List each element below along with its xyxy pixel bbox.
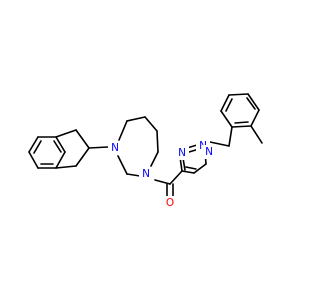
bond bbox=[156, 130, 159, 153]
bond bbox=[225, 98, 233, 112]
bond bbox=[220, 110, 233, 128]
atom-label: O bbox=[166, 197, 174, 209]
carbonyl-oxygen: O bbox=[163, 196, 177, 210]
atom-label-background bbox=[108, 141, 122, 155]
atom-label: N bbox=[142, 168, 150, 180]
bond bbox=[154, 179, 171, 185]
bond bbox=[33, 140, 42, 154]
bond bbox=[28, 151, 39, 169]
bond bbox=[126, 173, 141, 177]
molecule-structure-diagram: N N O N N N bbox=[28, 93, 263, 210]
atom-label-background bbox=[202, 145, 216, 159]
atom-label-layer: N N O N N N bbox=[108, 139, 216, 210]
bond bbox=[246, 97, 256, 110]
bond bbox=[228, 93, 249, 96]
triazole-nitrogen-3: N bbox=[175, 146, 189, 160]
diazepane-nitrogen-1: N bbox=[108, 141, 122, 155]
bond bbox=[88, 146, 109, 149]
atom-label: N bbox=[111, 142, 119, 154]
bond bbox=[117, 155, 128, 175]
bond-layer bbox=[28, 93, 263, 197]
bond bbox=[75, 147, 90, 167]
bond bbox=[75, 129, 90, 149]
bond bbox=[231, 125, 252, 128]
bond bbox=[181, 170, 195, 174]
bond bbox=[250, 109, 260, 127]
bond bbox=[228, 126, 233, 147]
atom-label-background bbox=[163, 196, 177, 210]
bond bbox=[169, 170, 183, 185]
bond bbox=[55, 136, 66, 153]
atom-label: N bbox=[178, 147, 186, 159]
atom-label-background bbox=[139, 167, 153, 181]
bond bbox=[55, 129, 77, 138]
atom-label-background bbox=[175, 146, 189, 160]
bond bbox=[53, 140, 62, 153]
bond bbox=[150, 151, 159, 167]
bond bbox=[220, 94, 230, 112]
bond bbox=[185, 166, 197, 170]
bond bbox=[118, 120, 128, 141]
bond bbox=[209, 141, 230, 147]
bond bbox=[144, 116, 158, 132]
bond bbox=[126, 116, 146, 122]
bond bbox=[28, 136, 39, 153]
bond bbox=[250, 125, 263, 144]
diazepane-nitrogen-4: N bbox=[139, 167, 153, 181]
bond bbox=[55, 151, 66, 169]
bond bbox=[55, 165, 77, 169]
atom-label: N bbox=[205, 146, 213, 158]
triazole-nitrogen-1: N bbox=[202, 145, 216, 159]
bond bbox=[193, 163, 207, 174]
bond bbox=[247, 93, 260, 111]
bond bbox=[234, 121, 249, 124]
